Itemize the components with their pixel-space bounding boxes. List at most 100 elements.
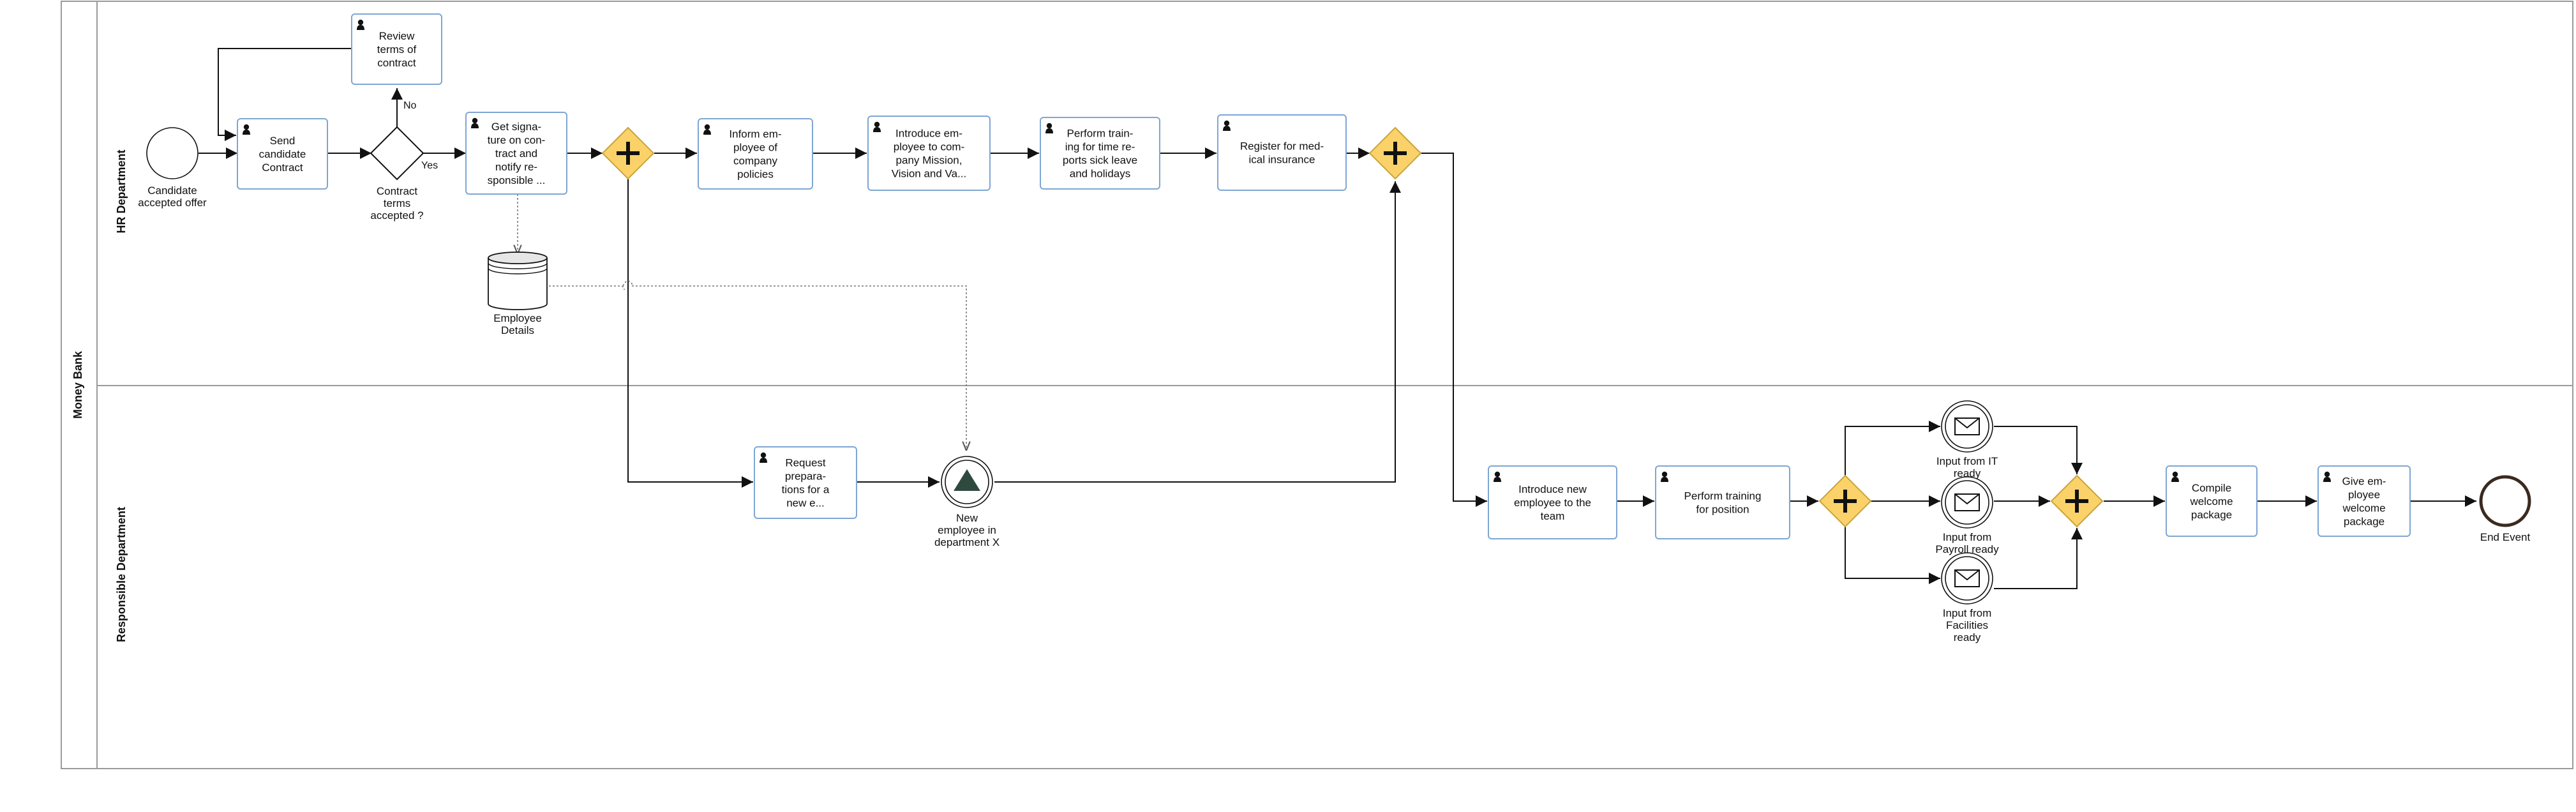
and-gw-join2[interactable] — [2050, 474, 2104, 528]
task-introduce[interactable]: Introduce em-ployee to com-pany Mission,… — [867, 116, 991, 191]
task-label: Give em- — [2342, 476, 2386, 488]
task-box — [351, 13, 442, 85]
task-label: tract and — [495, 147, 537, 160]
lane-hr[interactable]: HR Department — [97, 149, 2573, 386]
gateway-label: Contract — [377, 185, 418, 197]
task-label: ports sick leave — [1063, 154, 1137, 167]
user-icon-body — [1223, 126, 1231, 131]
user-icon-body — [1045, 128, 1053, 133]
event-label: Input from IT — [1936, 455, 1998, 467]
datastore-top — [488, 252, 548, 264]
task-box — [2166, 465, 2258, 537]
event-label: Payroll ready — [1935, 543, 1999, 555]
assoc-db-signal[interactable] — [549, 285, 966, 451]
user-icon-head — [243, 124, 250, 130]
task-label: new e... — [786, 497, 825, 509]
event-label: department X — [934, 536, 1000, 548]
parallel-plus-icon — [1834, 490, 1857, 513]
user-icon-head — [2172, 471, 2178, 477]
task-box — [698, 118, 813, 190]
task-label: Vision and Va... — [892, 168, 967, 180]
flow-split2-it[interactable] — [1845, 421, 1940, 476]
task-register[interactable]: Register for med-ical insurance — [1217, 114, 1347, 191]
flow-split1-request[interactable] — [628, 179, 636, 295]
sequence-flows — [198, 48, 2476, 589]
line-hop — [622, 280, 634, 287]
user-icon-head — [874, 121, 880, 128]
flow-join1-introteam[interactable] — [1421, 153, 1487, 507]
event-label: Input from — [1943, 531, 1992, 543]
and-gw-split1[interactable] — [601, 126, 655, 180]
task-label: Compile — [2192, 482, 2231, 494]
flow-split1-request-main[interactable] — [627, 179, 753, 488]
user-icon-body — [2323, 477, 2331, 482]
task-label: Send — [270, 135, 296, 147]
task-label: Perform train- — [1067, 128, 1134, 140]
user-icon-head — [1494, 471, 1501, 477]
task-training-time[interactable]: Perform train-ing for time re-ports sick… — [1040, 117, 1160, 190]
task-label: Contract — [262, 162, 303, 174]
task-label: and holidays — [1070, 168, 1130, 180]
envelope-flap — [1954, 569, 1980, 581]
user-icon-head — [760, 452, 767, 458]
and-gw-join1[interactable] — [1368, 126, 1422, 180]
task-label: ture on con- — [488, 134, 546, 146]
event-label: New — [956, 512, 978, 524]
end-end[interactable]: End Event — [2479, 475, 2531, 543]
user-icon-head — [2324, 471, 2330, 477]
task-label: ical insurance — [1249, 154, 1315, 166]
user-icon-body — [471, 123, 479, 128]
event-label: Facilities — [1946, 619, 1988, 631]
pool-title: Money Bank — [71, 350, 84, 419]
user-icon-body — [1494, 477, 1501, 482]
lane-title-hr: HR Department — [115, 149, 128, 233]
event-label: employee in — [938, 524, 996, 536]
task-label: tions for a — [782, 484, 830, 496]
task-box — [237, 118, 328, 190]
task-label: team — [1541, 510, 1565, 522]
flow-signal-join1[interactable] — [994, 181, 1401, 483]
user-icon-head — [472, 117, 478, 124]
user-icon-head — [357, 19, 364, 26]
task-label: policies — [737, 169, 774, 181]
task-label: Register for med- — [1240, 140, 1324, 153]
user-icon-body — [760, 458, 767, 463]
flow-review-send[interactable] — [218, 48, 352, 141]
task-label: Perform training — [1684, 490, 1762, 502]
event-label: ready — [1954, 631, 1981, 643]
task-label: employee to the — [1514, 497, 1591, 509]
flow-it-join2[interactable] — [1994, 426, 2083, 474]
envelope-flap — [1954, 493, 1980, 505]
flow-fac-join2[interactable] — [1994, 528, 2083, 589]
task-label: prepara- — [785, 470, 826, 483]
user-icon-body — [873, 127, 881, 132]
task-label: ployee — [2348, 489, 2380, 501]
task-box — [1217, 114, 1347, 191]
flow-split2-fac[interactable] — [1845, 527, 1940, 584]
event-label: accepted offer — [138, 197, 207, 209]
user-icon-body — [703, 130, 711, 135]
task-box — [754, 446, 857, 519]
task-box — [465, 112, 567, 195]
task-label: ployee to com- — [894, 141, 965, 153]
lane-responsible[interactable]: Responsible Department — [115, 507, 128, 642]
gateway-label: terms — [384, 197, 411, 209]
and-gw-split2[interactable] — [1818, 474, 1872, 528]
task-label: welcome — [2342, 502, 2385, 515]
